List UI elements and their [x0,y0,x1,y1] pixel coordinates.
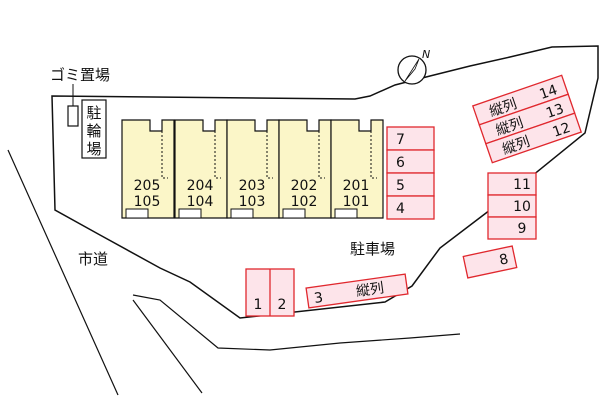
parking-space-6: 6 [386,149,435,174]
unit-number-upper: 202 [291,178,318,194]
parking-column-middle: 11 10 9 [487,172,537,240]
parking-number-3: 3 [313,290,324,307]
parking-space-9: 9 [487,216,537,240]
bicycle-label-2: 輪 [86,122,101,140]
unit-number-upper: 204 [187,178,214,194]
unit-number-upper: 205 [134,178,161,194]
parking-number-12: 12 [551,120,573,141]
garbage-area [67,105,79,127]
unit-number-lower: 101 [343,194,370,210]
north-label: N [422,48,430,61]
unit-number-upper: 201 [343,178,370,194]
parking-space-5: 5 [386,172,435,197]
parking-number-2: 2 [278,297,287,313]
parking-tandem-tag-3: 縦列 [355,280,385,300]
parking-number-10: 10 [513,199,531,215]
parking-space-4: 4 [386,195,435,220]
parking-tandem-row: 縦列 14 縦列 13 縦列 12 [471,74,583,164]
bicycle-label-1: 駐 [86,104,101,122]
parking-pair-bottom: 1 2 [245,268,295,317]
parking-number-14: 14 [538,82,560,103]
unit-number-lower: 102 [291,194,318,210]
parking-number-6: 6 [396,155,405,171]
parking-number-8: 8 [498,251,510,269]
parking-number-11: 11 [513,177,531,193]
parking-number-7: 7 [396,132,405,148]
bicycle-label-3: 場 [86,140,101,158]
road-label: 市道 [78,250,108,268]
unit-number-upper: 203 [239,178,266,194]
compass-north-arrow-icon: N [397,48,430,85]
unit-number-lower: 103 [239,194,266,210]
parking-number-4: 4 [396,201,405,217]
parking-column-right: 7 6 5 4 [386,126,435,220]
road-edge [132,299,203,394]
unit-number-lower: 104 [187,194,214,210]
parking-space-8: 8 [462,245,518,279]
road-edge [132,294,461,351]
garbage-label: ゴミ置場 [50,66,110,84]
unit-number-lower: 105 [134,194,161,210]
parking-space-11: 11 [487,172,537,196]
parking-space-7: 7 [386,126,435,151]
parking-number-5: 5 [396,178,405,194]
parking-number-9: 9 [518,221,527,237]
parking-number-1: 1 [254,297,263,313]
parking-space-10: 10 [487,194,537,218]
parking-space-3: 3 縦列 [305,273,409,309]
parking-number-13: 13 [544,101,566,122]
bicycle-parking [81,99,107,159]
road-edge [7,149,119,396]
parking-area-label: 駐車場 [350,240,395,258]
